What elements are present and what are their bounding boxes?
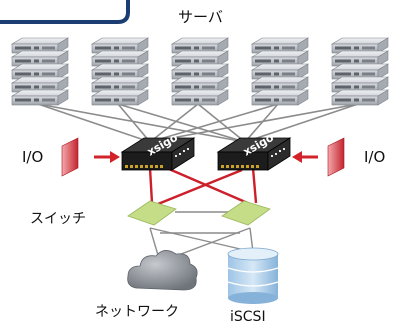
red-links <box>148 164 258 206</box>
network-cloud-icon <box>127 250 198 291</box>
arrow-right-icon <box>292 151 318 163</box>
io-card-right <box>327 137 345 177</box>
io-label-left: I/O <box>22 148 44 166</box>
io-card-left <box>61 137 79 177</box>
arrow-left-icon <box>94 151 120 163</box>
network-label: ネットワーク <box>95 304 179 320</box>
switch-right <box>221 200 271 226</box>
server-stack-2 <box>92 38 148 105</box>
io-label-right: I/O <box>364 148 386 166</box>
server-stack-5 <box>332 38 388 105</box>
switch-label: スイッチ <box>30 211 86 227</box>
server-cables <box>37 103 359 143</box>
frame-corner <box>0 0 130 24</box>
servers-label: サーバ <box>178 8 223 26</box>
server-stack-1 <box>12 38 68 105</box>
switch-left <box>127 200 177 226</box>
iscsi-storage-icon <box>227 247 279 304</box>
server-stack-4 <box>252 38 308 105</box>
iscsi-label: iSCSI <box>230 309 266 325</box>
server-stack-3 <box>172 38 228 105</box>
